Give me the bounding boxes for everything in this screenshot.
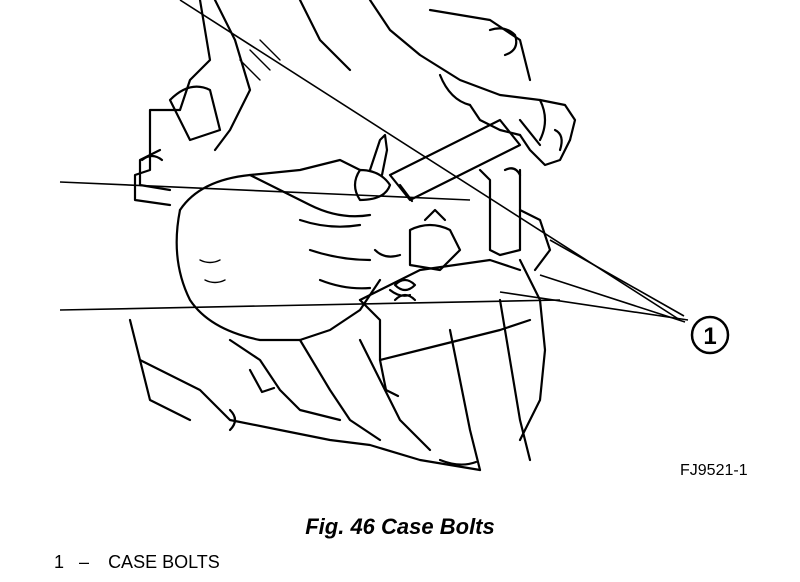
case-body: [128, 258, 547, 472]
lower-hand: [175, 133, 412, 342]
legend-separator: –: [79, 552, 90, 572]
legend-number: 1: [54, 552, 65, 572]
upper-housing: [133, 0, 532, 207]
callout-number: 1: [703, 323, 716, 350]
legend-label: CASE BOLTS: [108, 552, 220, 572]
leader-lines: [59, 0, 689, 323]
ratchet-handle: [388, 118, 522, 203]
figure-caption: Fig. 46 Case Bolts: [305, 514, 495, 539]
callout-1: 1: [690, 315, 730, 355]
case-flange: [358, 167, 552, 362]
figure-id-code: FJ9521-1: [680, 462, 748, 479]
transfer-case-illustration: 1: [59, 0, 730, 472]
legend-item: 1 – CASE BOLTS: [54, 552, 220, 573]
shading-lines: [199, 39, 281, 284]
upper-hand: [368, 0, 577, 167]
